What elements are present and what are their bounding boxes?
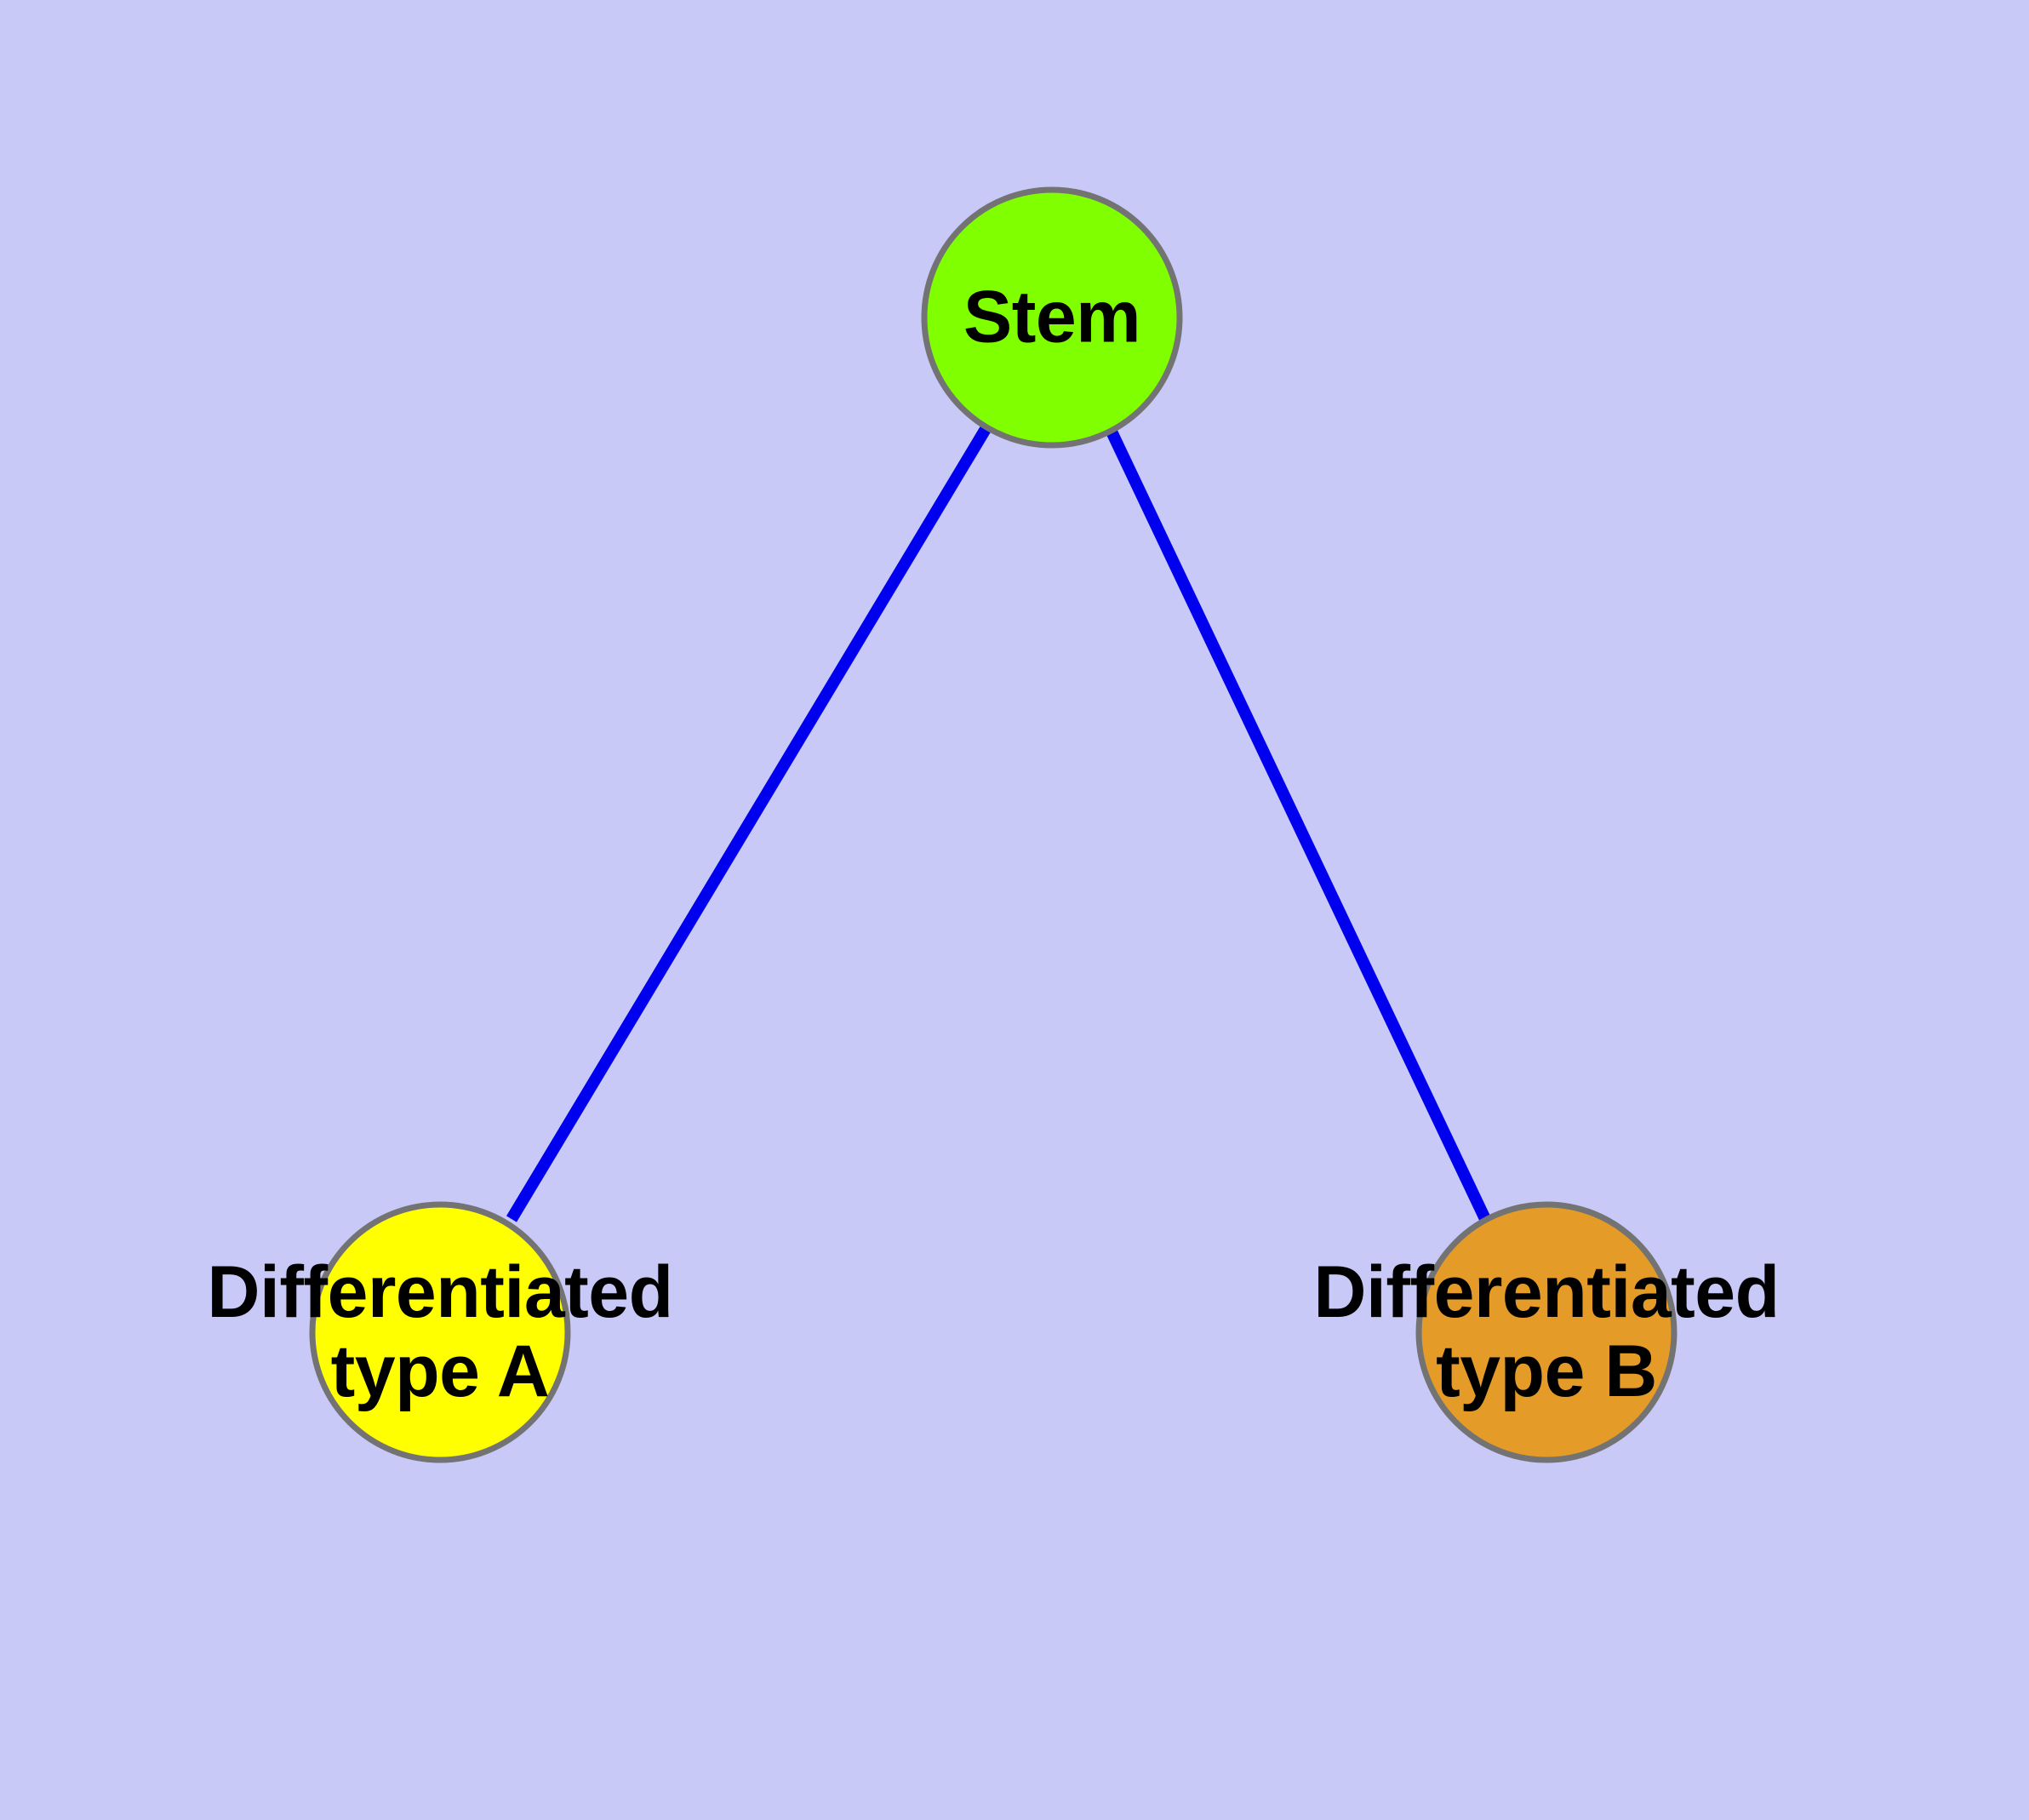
edges-group [506,426,1492,1224]
nodes-group [309,186,1677,1463]
edge-stem-to-differentiated-b[interactable] [1106,428,1492,1224]
edge-stem-to-differentiated-a[interactable] [506,426,992,1222]
node-differentiated-type-a[interactable] [309,1201,571,1463]
node-differentiated-type-b[interactable] [1415,1201,1677,1463]
node-stem[interactable] [921,186,1183,449]
